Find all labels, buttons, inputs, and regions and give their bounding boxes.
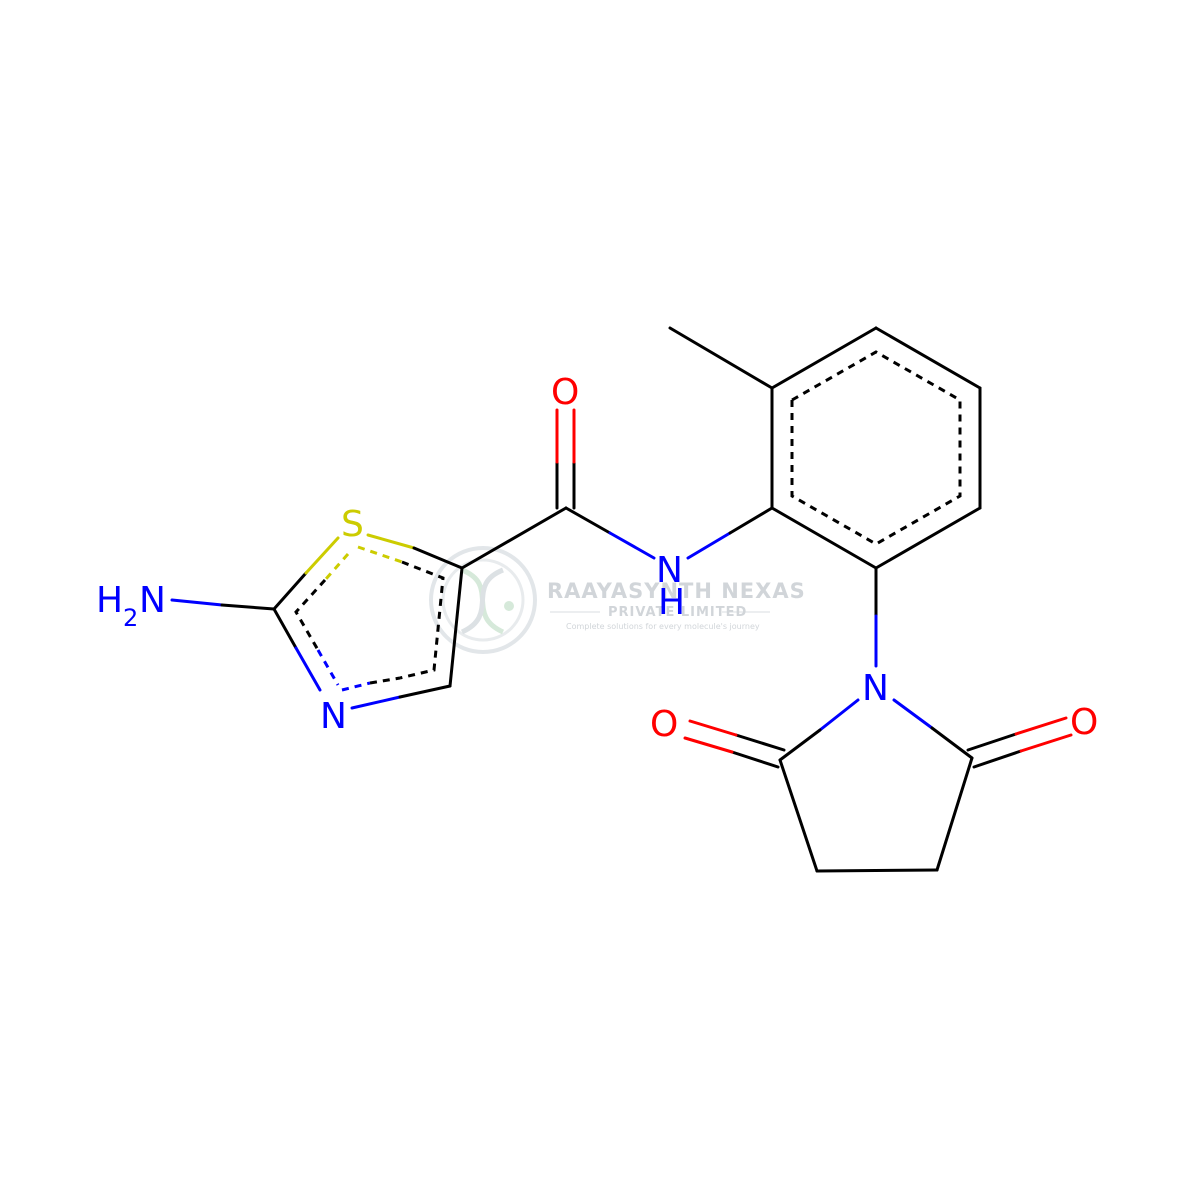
watermark-tagline: Complete solutions for every molecule's … bbox=[566, 622, 760, 631]
benzene-bond bbox=[770, 326, 878, 390]
imide-n-c-right bbox=[892, 698, 934, 730]
aromatic-inner-bonds bbox=[294, 350, 962, 692]
watermark-logo bbox=[429, 546, 537, 654]
imide-oxygen-left-label: O bbox=[650, 704, 678, 745]
amide-aryl-bond-c bbox=[728, 506, 774, 535]
amine-subscript-label: 2 bbox=[123, 604, 138, 632]
amine-bond-c bbox=[220, 603, 276, 611]
thiazole-s-c5-c bbox=[412, 546, 464, 570]
succinimide-bond bbox=[815, 868, 939, 873]
thiazole-n-c4-c bbox=[398, 684, 452, 699]
thiazole-aromatic-inner-n bbox=[341, 681, 371, 692]
carbonyl-carbon-bond bbox=[460, 506, 568, 570]
thiazole-nitrogen-label: N bbox=[320, 696, 347, 737]
thiazole-c2-n bbox=[272, 607, 298, 650]
methyl-bond bbox=[668, 326, 774, 390]
imide-oxygen-right-label: O bbox=[1070, 702, 1098, 743]
amine-n-label: N bbox=[139, 580, 166, 621]
thiazole-s-c5 bbox=[366, 533, 416, 550]
imide-left-carbonyl-1 bbox=[734, 733, 786, 752]
imide-right-carbonyl-2-o bbox=[1019, 733, 1073, 753]
thiazole-aromatic-inner-c4 bbox=[369, 676, 401, 685]
imide-left-carbonyl-2 bbox=[730, 750, 780, 769]
thiazole-aromatic-inner-s bbox=[357, 545, 403, 564]
watermark-subtitle: PRIVATE LIMITED bbox=[608, 605, 747, 620]
thiazole-bond bbox=[448, 566, 464, 688]
carbon-bonds bbox=[448, 326, 982, 873]
imide-left-carbonyl-2-o bbox=[683, 736, 734, 754]
imide-left-carbonyl-1-o bbox=[688, 719, 738, 737]
benzene-bond bbox=[874, 326, 982, 390]
imide-right-carbonyl-1 bbox=[966, 732, 1018, 752]
thiazole-c2-s bbox=[272, 571, 308, 611]
benzene-bond bbox=[874, 506, 982, 570]
imide-n-c-left-c bbox=[778, 728, 822, 762]
imide-right-carbonyl-2 bbox=[972, 749, 1023, 769]
imide-n-c-right-c bbox=[930, 726, 974, 760]
thiazole-c2-n-n bbox=[294, 646, 322, 692]
benzene-aromatic-ring bbox=[790, 350, 962, 546]
thiazole-n-c4 bbox=[350, 695, 402, 710]
amide-hydrogen-label: H bbox=[658, 582, 685, 623]
thiazole-c2-s-s bbox=[304, 536, 340, 575]
amine-bond-n bbox=[170, 598, 224, 607]
imide-right-carbonyl-1-o bbox=[1014, 716, 1068, 736]
company-watermark: RAAYASYNTH NEXAS PRIVATE LIMITED Complet… bbox=[429, 546, 806, 654]
amide-nitrogen-label: N bbox=[656, 550, 683, 591]
carbonyl-oxygen-label: O bbox=[551, 372, 579, 413]
thiazole-aromatic-inner-n2 bbox=[316, 649, 340, 686]
succinimide-bond bbox=[778, 758, 819, 873]
atom-labels: H 2 N S N O N H N O O bbox=[96, 372, 1098, 745]
imide-nitrogen-label: N bbox=[862, 668, 889, 709]
thiazole-aromatic-inner-s2 bbox=[323, 553, 350, 581]
imide-n-c-left bbox=[818, 698, 860, 732]
watermark-company-name: RAAYASYNTH NEXAS bbox=[547, 579, 806, 603]
benzene-bond bbox=[770, 506, 878, 570]
hetero-bonds bbox=[170, 408, 1073, 769]
thiazole-aromatic-inner-c2 bbox=[294, 578, 327, 651]
thiazole-sulfur-label: S bbox=[341, 504, 364, 545]
amide-aryl-bond-n bbox=[686, 531, 732, 560]
succinimide-bond bbox=[935, 756, 974, 872]
amine-h-label: H bbox=[96, 580, 123, 621]
amide-bond-n bbox=[608, 531, 656, 560]
amide-bond-c bbox=[564, 506, 612, 535]
